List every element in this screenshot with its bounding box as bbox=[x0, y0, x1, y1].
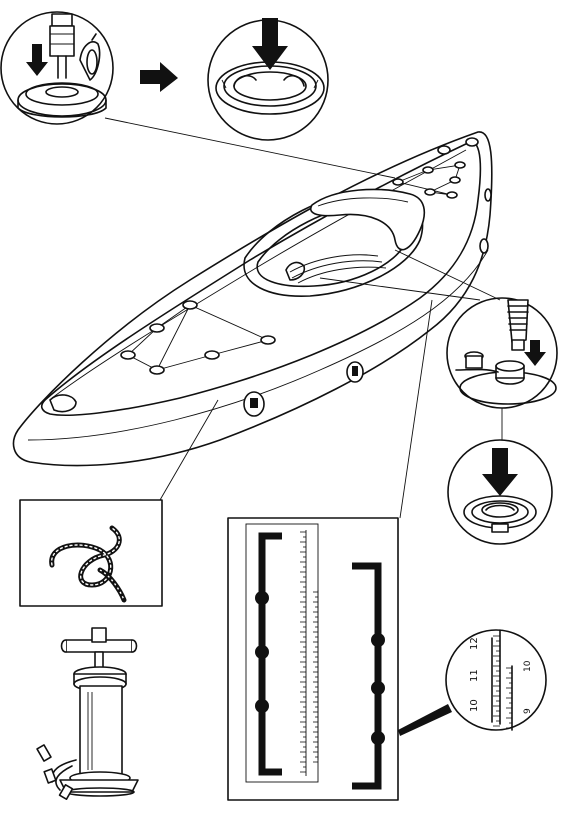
zoom-right-label-10: 10 bbox=[523, 660, 533, 672]
zoom-left-label-12: 12 bbox=[469, 637, 480, 650]
zoom-left-label-10: 10 bbox=[469, 699, 480, 712]
arrow-down-icon bbox=[482, 448, 518, 496]
hose-valve-circle bbox=[446, 297, 558, 409]
zoom-ticks bbox=[493, 635, 512, 729]
zoom-left-label-11: 11 bbox=[469, 669, 480, 682]
ruler-zoom-circle: 12 11 10 10 9 bbox=[445, 629, 547, 731]
rear-bungee bbox=[392, 137, 479, 199]
bungee-detail-box bbox=[19, 499, 163, 607]
zoom-wedge bbox=[398, 704, 452, 736]
valve-press-circle bbox=[207, 18, 329, 141]
ruler-ticks bbox=[300, 531, 318, 773]
arrow-down-icon bbox=[524, 340, 546, 366]
front-bungee bbox=[120, 300, 276, 375]
kayak bbox=[12, 131, 493, 467]
arrow-down-icon bbox=[26, 44, 48, 76]
arrow-right-icon bbox=[140, 62, 178, 92]
arrow-down-icon bbox=[252, 18, 288, 70]
valve-detail-circle bbox=[0, 11, 114, 125]
capped-valve-circle bbox=[447, 439, 553, 545]
ruler-detail-box bbox=[227, 517, 399, 801]
hose bbox=[507, 299, 529, 351]
hand-pump bbox=[36, 627, 139, 800]
zoom-right-label-9: 9 bbox=[523, 708, 533, 714]
bow-handle bbox=[49, 394, 77, 413]
leader-lines bbox=[104, 117, 503, 736]
